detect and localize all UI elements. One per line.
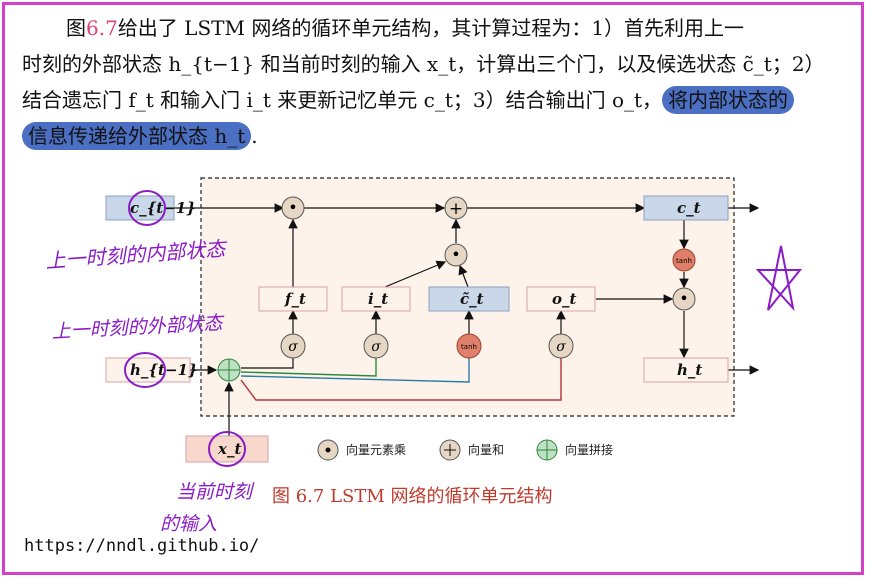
paragraph-line-1: 图6.7给出了 LSTM 网络的循环单元结构，其计算过程为：1）首先利用上一 [22, 10, 844, 46]
label-f-t: f_t [284, 290, 306, 308]
sigma-input [363, 333, 389, 359]
annotation-prev-external: 上一时刻的外部状态 [51, 312, 226, 343]
circle-c-prev [128, 190, 166, 226]
label-c-prev: c_{t−1} [130, 199, 196, 217]
tanh-op-cell-label: tanh [676, 257, 692, 265]
mult-op-input [444, 243, 468, 267]
circle-x-t [208, 431, 246, 467]
plus-op-label: + [449, 199, 463, 219]
tanh-op-cell [672, 248, 696, 272]
text-line4-end: . [251, 124, 258, 148]
label-x-t: x_t [217, 440, 241, 458]
legend: 向量元素乘 向量和 向量拼接 [317, 439, 613, 461]
label-h-prev: h_{t−1} [130, 361, 198, 379]
node-c-t [643, 195, 729, 221]
paragraph-line-4: 信息传递给外部状态 h_t. [22, 118, 844, 154]
text-line3: 结合遗忘门 f_t 和输入门 i_t 来更新记忆单元 c_t；3）结合输出门 o… [22, 88, 663, 112]
label-i-t: i_t [368, 290, 388, 308]
node-o-t [526, 286, 596, 312]
sigma-forget-label: σ [288, 339, 298, 355]
footer-url[interactable]: https://nndl.github.io/ [24, 536, 260, 556]
star-mark [755, 245, 803, 312]
text-line1: 给出了 LSTM 网络的循环单元结构，其计算过程为：1）首先利用上一 [117, 16, 745, 40]
sigma-output-label: σ [556, 339, 566, 355]
legend-label-product: 向量元素乘 [346, 442, 406, 457]
mult-op-forget-label: • [288, 198, 297, 217]
node-x-t [185, 435, 269, 463]
node-h-prev [105, 357, 191, 383]
plus-op [444, 196, 468, 220]
annotation-current-input-2: 的输入 [160, 513, 217, 535]
circle-h-prev [124, 352, 166, 388]
node-h-t [643, 357, 729, 383]
node-c-tilde [428, 286, 510, 312]
body-paragraph: 图6.7给出了 LSTM 网络的循环单元结构，其计算过程为：1）首先利用上一 时… [22, 10, 844, 154]
handwritten-annotations [124, 190, 803, 467]
highlighted-text-1: 将内部状态的 [662, 86, 795, 114]
sigma-output [548, 333, 574, 359]
node-i-t [341, 286, 411, 312]
label-c-t: c_t [677, 199, 701, 217]
label-c-tilde: c̃_t [460, 290, 484, 308]
annotation-current-input-1: 当前时刻 [176, 481, 255, 503]
legend-label-concat: 向量拼接 [565, 442, 613, 457]
mult-op-output [672, 287, 696, 311]
highlighted-text-2: 信息传递给外部状态 h_t [22, 122, 252, 150]
paragraph-line-3: 结合遗忘门 f_t 和输入门 i_t 来更新记忆单元 c_t；3）结合输出门 o… [22, 82, 844, 118]
concat-op [217, 358, 241, 382]
label-o-t: o_t [552, 290, 577, 308]
legend-label-sum: 向量和 [468, 442, 504, 457]
paragraph-line-2: 时刻的外部状态 h_{t−1} 和当前时刻的输入 x_t，计算出三个门，以及候选… [22, 52, 825, 76]
sigma-input-label: σ [371, 339, 381, 355]
label-h-t: h_t [677, 361, 702, 379]
mult-op-input-label: • [451, 245, 460, 264]
mult-op-forget [281, 196, 305, 220]
figure-ref: 6.7 [86, 16, 118, 40]
tanh-candidate [456, 333, 482, 359]
tanh-candidate-label: tanh [461, 343, 477, 351]
figure-caption: 图 6.7 LSTM 网络的循环单元结构 [272, 486, 553, 507]
sigma-forget [280, 333, 306, 359]
node-f-t [258, 286, 328, 312]
text-fig-prefix: 图 [66, 16, 86, 40]
mult-op-output-label: • [679, 289, 688, 308]
